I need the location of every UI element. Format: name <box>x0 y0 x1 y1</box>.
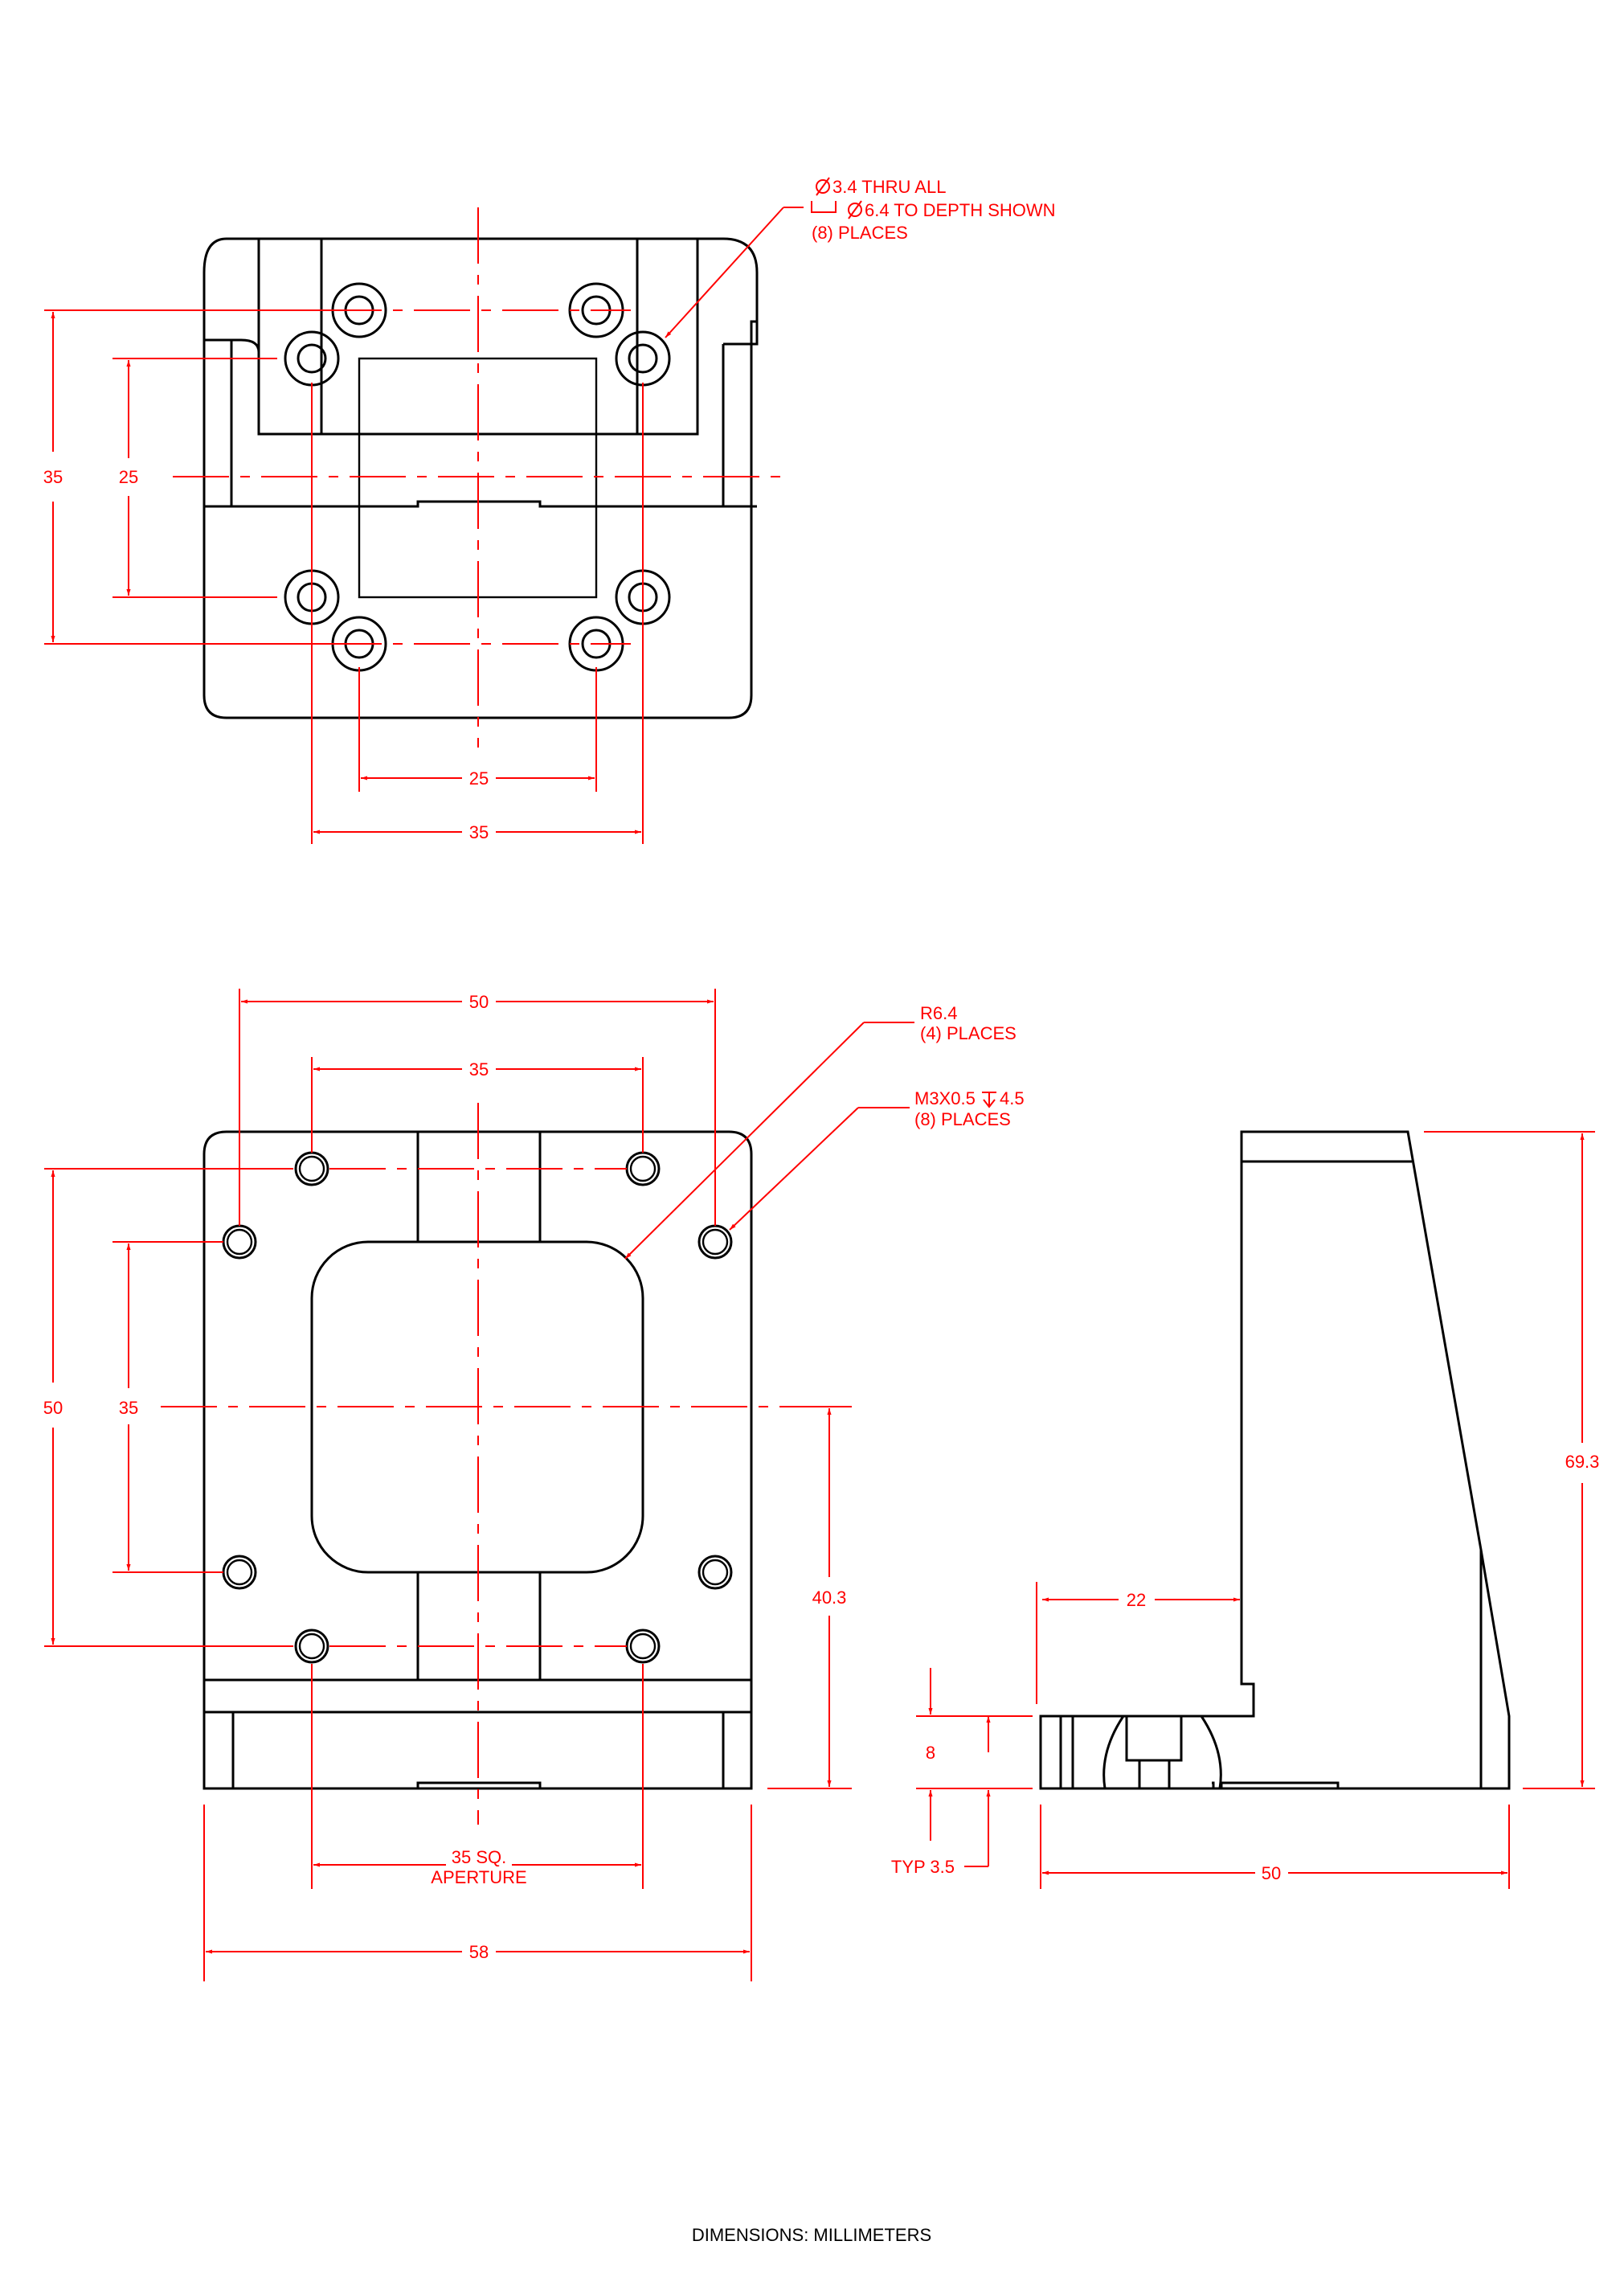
thread-callout-line2: (8) PLACES <box>914 1109 1011 1129</box>
dim-aperture-line1: 35 SQ. <box>452 1847 506 1867</box>
top-centerlines <box>173 207 787 748</box>
radius-callout-line1: R6.4 <box>920 1003 957 1023</box>
dim-front-v-outer: 50 <box>43 1398 63 1418</box>
side-screw-head <box>1125 1715 1183 1762</box>
side-extension-lines <box>916 1131 1595 1889</box>
radius-callout-line2: (4) PLACES <box>920 1023 1017 1043</box>
side-dimensions: 69.3 22 8 TYP 3.5 50 <box>891 1133 1600 1883</box>
dim-side-base-thickness: 8 <box>926 1743 935 1763</box>
depth-symbol <box>982 1092 996 1108</box>
dim-side-depth: 50 <box>1262 1863 1281 1883</box>
front-upper-slot <box>416 1132 542 1242</box>
counterbore-symbol <box>811 201 837 213</box>
dim-side-typ: TYP 3.5 <box>891 1857 955 1877</box>
front-dimensions: 50 35 50 35 40.3 35 SQ. APERTURE 58 <box>43 992 847 1962</box>
side-base-notch <box>1041 1781 1366 1790</box>
side-screw-recess <box>1102 1715 1222 1789</box>
top-inner-walls <box>320 239 639 434</box>
thread-callout-line1: M3X0.5 <box>914 1088 976 1108</box>
dim-side-offset: 22 <box>1127 1590 1146 1610</box>
base-notch <box>204 1781 542 1790</box>
top-dimensions: 35 25 25 35 <box>43 312 641 842</box>
dim-front-overall-width: 58 <box>469 1942 489 1962</box>
side-screw-shank <box>1138 1760 1171 1788</box>
callout-line1: 3.4 THRU ALL <box>832 177 946 197</box>
dim-top-h-outer: 35 <box>469 822 489 842</box>
front-view-outline <box>202 1130 753 1790</box>
threaded-hole <box>294 1629 329 1664</box>
dim-side-height: 69.3 <box>1565 1452 1600 1472</box>
side-view: 69.3 22 8 TYP 3.5 50 <box>891 1130 1600 1889</box>
top-mid-line <box>204 500 757 508</box>
callout-line3: (8) PLACES <box>812 223 908 243</box>
dim-top-h-inner: 25 <box>469 768 489 789</box>
thread-callout-depth: 4.5 <box>1000 1088 1025 1108</box>
thread-callout: M3X0.5 4.5 (8) PLACES <box>729 1088 1025 1231</box>
top-view-outline <box>202 237 759 719</box>
cbore-hole <box>284 330 340 387</box>
dim-aperture-line2: APERTURE <box>431 1867 526 1887</box>
units-note: DIMENSIONS: MILLIMETERS <box>692 2225 931 2245</box>
dim-front-h-top-outer: 50 <box>469 992 489 1012</box>
cbore-hole <box>615 330 671 387</box>
side-view-outline <box>1039 1130 1511 1790</box>
front-view: 50 35 50 35 40.3 35 SQ. APERTURE 58 <box>43 989 1025 1981</box>
hole-callout: 3.4 THRU ALL 6.4 TO DEPTH SHOWN (8) PLAC… <box>665 177 1056 338</box>
dim-front-v-inner: 35 <box>119 1398 138 1418</box>
top-right-step <box>723 322 759 346</box>
diameter-symbol <box>816 177 830 196</box>
dim-front-h-top-inner: 35 <box>469 1059 489 1080</box>
front-centerlines <box>161 1103 804 1825</box>
top-view: 35 25 25 35 3.4 THRU ALL <box>43 177 1056 844</box>
threaded-hole <box>697 1555 733 1590</box>
dim-front-center-height: 40.3 <box>812 1588 847 1608</box>
side-base-edges <box>1059 1716 1074 1788</box>
dim-top-v-inner: 25 <box>119 467 138 487</box>
top-extension-lines <box>44 309 644 844</box>
top-left-step <box>204 239 260 353</box>
front-lower-slot <box>416 1572 542 1680</box>
dim-top-v-outer: 35 <box>43 467 63 487</box>
radius-callout: R6.4 (4) PLACES <box>624 1003 1017 1260</box>
front-extension-lines <box>44 989 852 1981</box>
diameter-symbol <box>848 200 862 219</box>
callout-line2: 6.4 TO DEPTH SHOWN <box>865 200 1056 220</box>
base-feet <box>231 1712 725 1788</box>
